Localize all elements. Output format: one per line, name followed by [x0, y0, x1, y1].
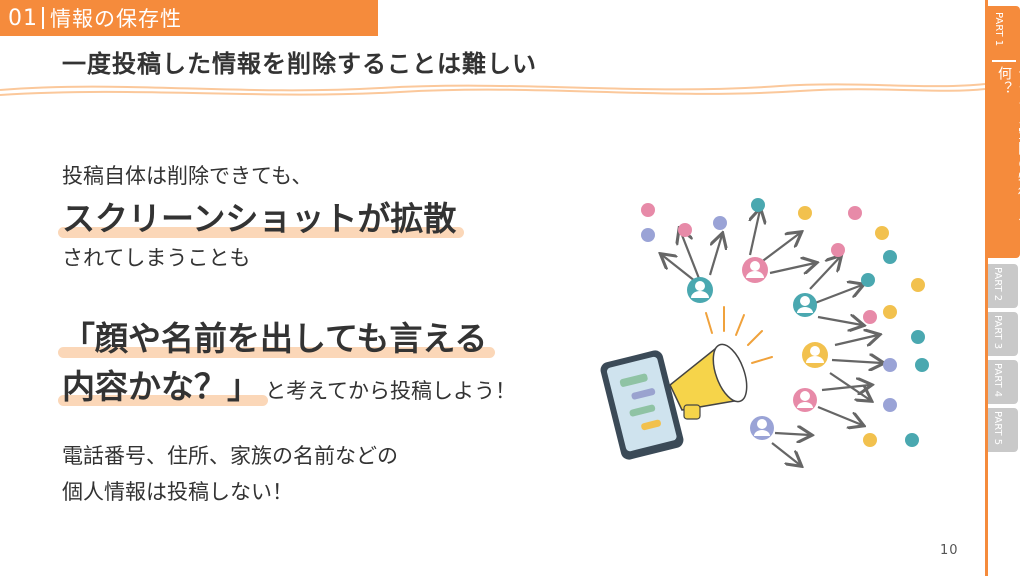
part-tab-1-active[interactable]: PART 1 デジタル空間の特徴って何？	[988, 6, 1024, 258]
part-tab-3[interactable]: PART 3	[988, 312, 1018, 356]
part-tab-5[interactable]: PART 5	[988, 408, 1018, 452]
part-tab-4[interactable]: PART 4	[988, 360, 1018, 404]
page-title: 一度投稿した情報を削除することは難しい	[62, 50, 537, 78]
part-tab-5-label: PART 5	[992, 411, 1003, 446]
page-number: 10	[940, 543, 959, 558]
section-number: 01	[8, 5, 38, 31]
text-p1-line2: スクリーンショットが拡散	[57, 192, 465, 240]
text-p2-line2-small: と考えてから投稿しよう！	[265, 379, 517, 403]
title-wave-underline	[0, 83, 985, 96]
text-p1-line1: 投稿自体は削除できても、	[62, 164, 313, 188]
megaphone-icon	[669, 306, 773, 420]
small-person-icons	[641, 198, 929, 447]
part-tab-2[interactable]: PART 2	[988, 264, 1018, 308]
text-p2-line2-big: 内容かな？」	[58, 360, 268, 408]
megaphone-share-illustration	[600, 198, 929, 475]
part-tab-1-label: PART 1	[993, 12, 1004, 47]
part-tab-separator	[992, 60, 1016, 62]
part-tab-3-label: PART 3	[992, 315, 1003, 350]
part-tab-1-title: デジタル空間の特徴って何？	[996, 66, 1024, 231]
part-tab-2-label: PART 2	[992, 267, 1003, 302]
text-p3-line1: 電話番号、住所、家族の名前などの	[62, 444, 398, 468]
sidebar-divider	[985, 0, 988, 576]
section-divider	[42, 7, 44, 29]
text-p2-line1-wrap: 「顔や名前を出しても言える	[57, 312, 496, 360]
text-p1-line2-wrap: スクリーンショットが拡散	[57, 192, 465, 240]
text-p2-line1: 「顔や名前を出しても言える	[57, 312, 496, 360]
part-tab-4-label: PART 4	[992, 363, 1003, 398]
text-p1-line3: されてしまうことも	[62, 246, 251, 270]
section-title: 情報の保存性	[50, 7, 182, 31]
text-p2-line2-wrap: 内容かな？」 と考えてから投稿しよう！	[58, 360, 517, 408]
text-p3-line2: 個人情報は投稿しない！	[62, 480, 293, 504]
smartphone-icon	[600, 350, 684, 460]
person-icons	[687, 257, 828, 440]
section-tag: 01 情報の保存性	[0, 0, 378, 36]
